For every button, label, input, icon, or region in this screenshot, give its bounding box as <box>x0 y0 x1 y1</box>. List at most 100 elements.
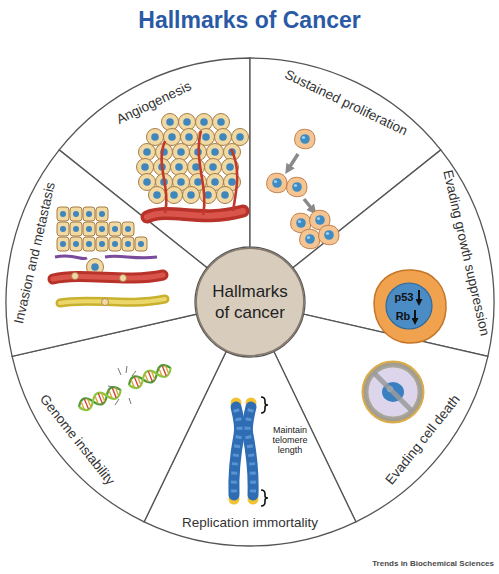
cell-membrane <box>368 367 418 417</box>
epithelial-cell <box>109 237 121 251</box>
tumor-cell <box>207 144 224 161</box>
sector-label: Sustained proliferation <box>282 67 410 140</box>
chromatid-band <box>234 409 240 493</box>
blood-vessel-lumen <box>53 275 163 279</box>
tumor-cell <box>164 129 181 146</box>
genome-instability-illustration <box>77 363 173 413</box>
epithelial-cell <box>96 207 108 221</box>
dividing-cell <box>300 229 320 248</box>
chromatid-band <box>247 409 253 493</box>
hallmark-wheel: Hallmarks of cancerAngiogenesisSustained… <box>5 57 495 547</box>
tumor-cell <box>205 159 222 176</box>
tumor-cell <box>222 159 239 176</box>
division-arrow <box>289 154 298 168</box>
dividing-cell <box>267 173 287 192</box>
tumor-cell <box>173 174 190 191</box>
gene-label: Rb <box>396 310 411 323</box>
epithelial-cell <box>70 207 82 221</box>
figure-title: Hallmarks of Cancer <box>0 6 499 34</box>
tumor-cell <box>156 174 173 191</box>
sector-label: Evading cell death <box>382 392 463 488</box>
epithelial-cell <box>70 237 82 251</box>
tumor-cell <box>149 187 166 204</box>
sector-wedge <box>144 352 356 546</box>
epithelial-cell <box>122 222 134 236</box>
break-spark <box>108 366 136 405</box>
chromatid <box>247 407 253 495</box>
invading-cell <box>87 259 104 276</box>
growth-suppression-illustration <box>374 270 446 343</box>
telomere-cap <box>246 398 257 409</box>
tumor-cell <box>196 114 213 131</box>
gene-label: p53 <box>395 291 414 304</box>
tumor-cell <box>154 159 171 176</box>
sector-label: Evading growth suppression <box>439 168 492 337</box>
epithelial-cell <box>83 222 95 236</box>
telomere-cap <box>229 494 240 505</box>
nucleolus <box>387 386 393 392</box>
sector-wedge <box>12 314 226 522</box>
epithelial-cell <box>57 237 69 251</box>
sector-wedge <box>6 150 207 356</box>
prohibition-slash <box>374 373 412 411</box>
epithelial-cell <box>96 237 108 251</box>
tumor-cell <box>207 174 224 191</box>
division-arrow <box>304 199 312 209</box>
tumor-cell <box>215 129 232 146</box>
tumor-cell <box>190 174 207 191</box>
tumor-cell <box>166 187 183 204</box>
tumor-cell <box>217 187 234 204</box>
cell-nucleus <box>382 382 404 402</box>
down-arrow <box>418 290 420 301</box>
telomere-bracket <box>261 490 268 506</box>
tumor-cell <box>162 114 179 131</box>
cell-death-illustration <box>364 363 422 421</box>
dividing-cell <box>319 225 339 244</box>
angiogenesis-illustration <box>137 114 249 218</box>
sector-label: Genome instability <box>36 391 118 488</box>
tumor-cell <box>232 129 249 146</box>
proliferation-illustration <box>267 129 339 248</box>
sector-wedge <box>293 150 494 356</box>
telomere-cap <box>231 398 242 409</box>
tumor-cell <box>139 174 156 191</box>
cell-body <box>364 363 422 421</box>
hub-text: Hallmarks of cancer <box>203 281 297 323</box>
tumor-cell <box>200 187 217 204</box>
chromatid <box>234 407 240 495</box>
blood-vessel <box>53 275 163 279</box>
tumor-cell <box>173 144 190 161</box>
chromosome-illustration <box>229 397 269 506</box>
journal-credit: Trends in Biochemical Sciences <box>372 559 494 568</box>
epithelial-cell <box>83 237 95 251</box>
tumor-cell <box>183 187 200 204</box>
hub-outline <box>195 247 305 357</box>
tumor-cell <box>198 129 215 146</box>
circulating-cell <box>102 299 109 306</box>
circulating-cell <box>120 275 127 282</box>
tumor-cell <box>190 144 207 161</box>
dna-helix <box>77 385 123 413</box>
dividing-cell <box>295 129 315 148</box>
circulating-cell <box>72 273 79 280</box>
sector-wedge <box>250 58 441 268</box>
lymph-vessel-lumen <box>60 299 165 303</box>
tumor-cell <box>181 129 198 146</box>
blood-vessel-lumen <box>147 211 243 217</box>
tumor-cell <box>179 114 196 131</box>
epithelial-cell <box>57 207 69 221</box>
tumor-cell <box>224 144 241 161</box>
capillary-sprout <box>162 141 167 213</box>
tumor-cell <box>137 159 154 176</box>
dividing-cell <box>291 213 311 232</box>
invasion-illustration <box>53 207 165 306</box>
tumor-cell <box>156 144 173 161</box>
cell-body <box>374 270 446 343</box>
tumor-cell <box>147 129 164 146</box>
tumor-cell <box>224 174 241 191</box>
telomere-bracket <box>261 397 268 413</box>
tumor-cell <box>213 114 230 131</box>
tumor-cell <box>188 159 205 176</box>
blood-vessel <box>147 211 243 217</box>
